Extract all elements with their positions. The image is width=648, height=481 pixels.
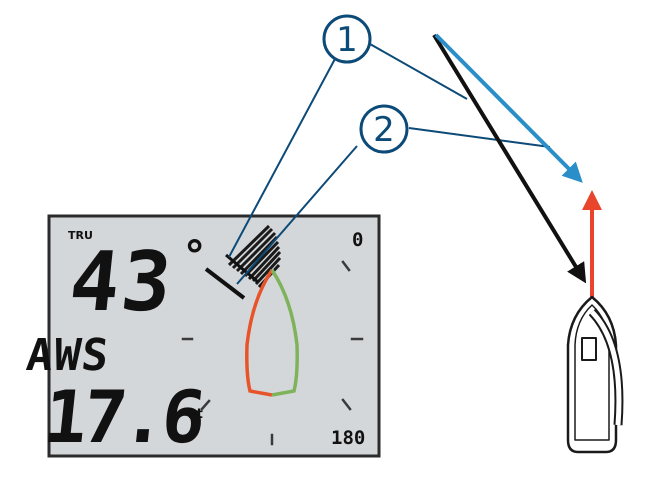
speed-label: AWS bbox=[24, 330, 112, 381]
callout-1-leader-display bbox=[228, 56, 337, 258]
boat-icon bbox=[566, 295, 624, 454]
degree-symbol: ° bbox=[182, 231, 207, 280]
callout-2-number: 2 bbox=[373, 110, 395, 150]
angle-value: 43 bbox=[65, 235, 178, 330]
instrument-display: TRU 43 ° AWS 17.6 kt 0 180 bbox=[24, 214, 381, 460]
callout-2-leader-arrow bbox=[408, 127, 551, 148]
dial-tick bbox=[341, 398, 352, 411]
apparent-wind-pointer bbox=[204, 267, 246, 300]
callout-1: 1 bbox=[322, 14, 372, 64]
mode-label: TRU bbox=[68, 229, 93, 242]
callout-1-circle bbox=[322, 14, 372, 64]
boat-outline-starboard bbox=[270, 269, 299, 397]
callout-1-leader-arrow bbox=[369, 43, 468, 100]
boat-sail-inner bbox=[590, 310, 622, 426]
speed-unit: kt bbox=[188, 407, 203, 422]
dial-tick bbox=[341, 260, 351, 272]
dial-tick bbox=[200, 399, 211, 411]
callout-2: 2 bbox=[359, 104, 409, 154]
true-wind-arrow bbox=[432, 33, 587, 284]
callout-lines bbox=[228, 43, 551, 285]
true-wind-pointer bbox=[225, 253, 259, 284]
callout-2-circle bbox=[359, 104, 409, 154]
boat-outline-port bbox=[245, 269, 274, 397]
dial-ticks bbox=[181, 260, 364, 446]
lcd-screen bbox=[47, 214, 381, 458]
dial-bottom-label: 180 bbox=[331, 427, 365, 449]
apparent-wind-arrow bbox=[434, 33, 583, 183]
callout-2-leader-display bbox=[236, 145, 358, 285]
boat-cabin bbox=[581, 337, 597, 361]
callout-1-number: 1 bbox=[336, 20, 358, 60]
dial-top-label: 0 bbox=[352, 229, 363, 251]
speed-value: 17.6 bbox=[40, 376, 207, 460]
